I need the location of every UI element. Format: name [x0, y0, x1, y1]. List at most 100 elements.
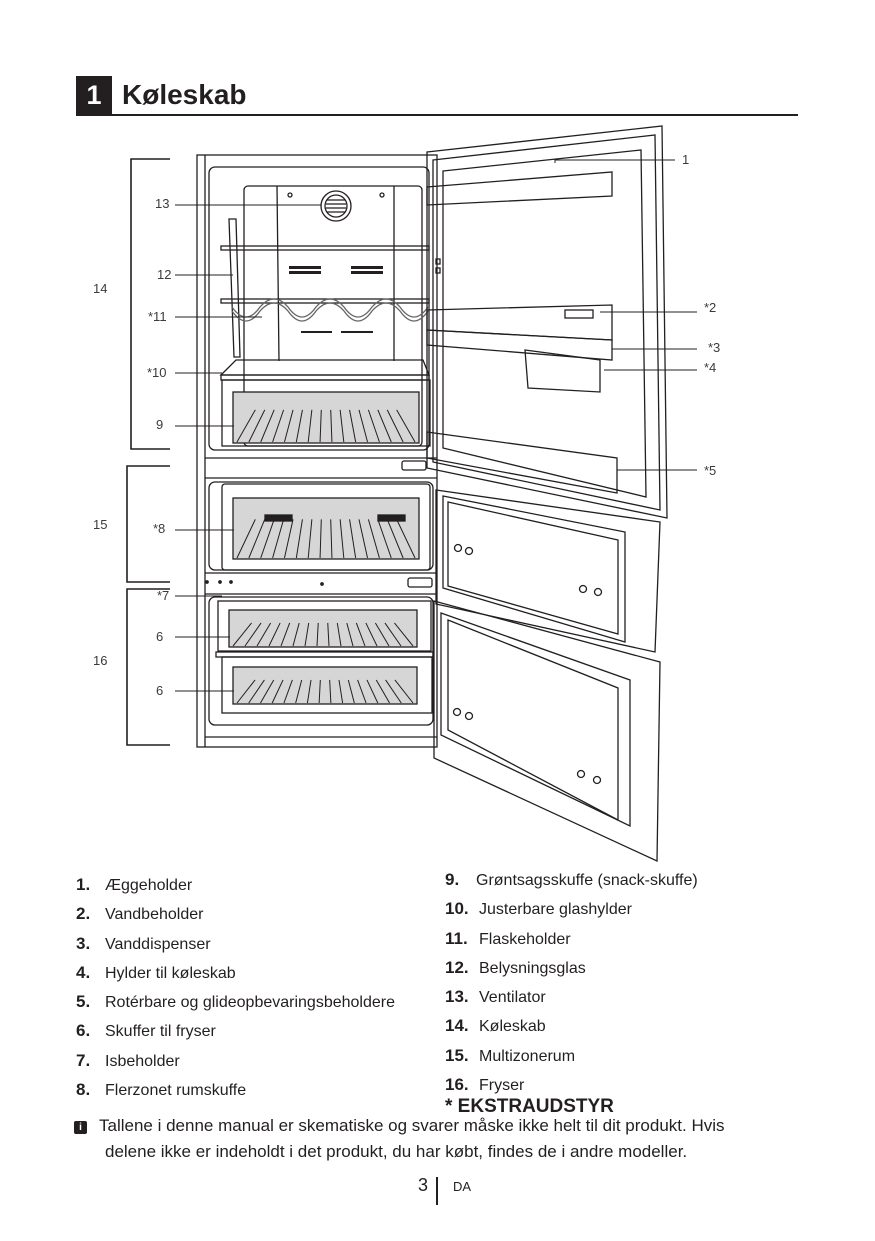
- drawer-hatch-line: [330, 409, 333, 443]
- info-note: i Tallene i denne manual er skematiske og…: [74, 1113, 794, 1165]
- callout-leaders: [175, 159, 697, 692]
- page-footer: 3 DA: [0, 1175, 875, 1205]
- legend-item: 12.Belysningsglas: [445, 957, 586, 977]
- drawer-hatch-line: [347, 679, 355, 704]
- drawer-hatch-line: [349, 519, 357, 559]
- hinge-lower: [407, 577, 433, 588]
- callout-1: 1: [682, 152, 689, 167]
- drawer-hatch-line: [367, 409, 380, 443]
- drawer-hatch-line: [260, 679, 275, 704]
- drawer-hatch-line: [355, 622, 366, 647]
- drawer-hatch-line: [386, 519, 404, 559]
- multizone-door: [435, 489, 661, 653]
- info-icon: i: [74, 1121, 87, 1134]
- callout-2: *2: [704, 300, 716, 315]
- drawer-hatch-line: [248, 679, 265, 704]
- drawer-hatch-line: [358, 519, 369, 559]
- drawer-hatch-line: [295, 519, 303, 559]
- legend-item: 11.Flaskeholder: [445, 928, 571, 948]
- bottle-holder: [231, 298, 429, 322]
- drawer-hatch-line: [385, 679, 402, 704]
- drawer-hatch-line: [375, 679, 390, 704]
- legend-item: 4.Hylder til køleskab: [76, 962, 236, 982]
- legend-right: 9.Grøntsagsskuffe (snack-skuffe) 10.Just…: [445, 866, 698, 1100]
- drawer-hatch-line: [295, 409, 303, 443]
- drawer-hatch-line: [283, 519, 294, 559]
- hinge-upper: [401, 460, 427, 471]
- drawer-hatch-line: [338, 679, 344, 704]
- footer-divider: [436, 1177, 438, 1205]
- cabinet: [196, 154, 438, 748]
- drawer-hatch-line: [330, 519, 333, 559]
- section-title: Køleskab: [122, 79, 247, 110]
- drawer-hatch-line: [280, 622, 291, 647]
- drawer-hatch-line: [244, 622, 262, 647]
- drawer-hatch-line: [236, 409, 256, 443]
- legend-item: 1.Æggeholder: [76, 875, 193, 894]
- callout-13: 13: [155, 196, 169, 211]
- note-line-1: Tallene i denne manual er skematiske og …: [99, 1116, 725, 1135]
- drawer-hatch-line: [349, 409, 357, 443]
- drawer-hatch-line: [304, 622, 310, 647]
- callout-16: 16: [93, 653, 107, 668]
- drawer-hatch-line: [329, 679, 332, 704]
- drawer-hatch-line: [248, 409, 266, 443]
- drawer-hatch-line: [358, 409, 369, 443]
- water-dispenser: [524, 349, 601, 393]
- drawer-hatch-line: [384, 622, 402, 647]
- legend-item: 2.Vandbeholder: [76, 904, 204, 924]
- drawer-hatch-line: [268, 622, 281, 647]
- freezer-drawer-lower: [215, 651, 434, 714]
- drawer-hatch-line: [272, 519, 285, 559]
- legend-item: 14.Køleskab: [445, 1016, 546, 1036]
- drawer-hatch-line: [377, 519, 392, 559]
- drawer-hatch-line: [339, 519, 345, 559]
- drawer-hatch-line: [248, 519, 266, 559]
- drawer-hatch-line: [316, 622, 319, 647]
- bracket-freezer: [126, 588, 170, 746]
- drawer-hatch-line: [306, 679, 312, 704]
- page-number: 3: [417, 1175, 428, 1195]
- drawer-hatch-line: [339, 409, 345, 443]
- glass-shelf: [219, 359, 430, 376]
- legend-item: 6.Skuffer til fryser: [76, 1021, 216, 1041]
- drawer-hatch-line: [394, 679, 414, 704]
- legend-item: 3.Vanddispenser: [76, 933, 211, 953]
- optional-equipment-note: * EKSTRAUDSTYR: [445, 1096, 614, 1117]
- multizone-drawer: [221, 483, 431, 571]
- drawer-hatch-line: [377, 409, 392, 443]
- legend-item: 5.Rotérbare og glideopbevaringsbeholdere: [76, 992, 395, 1012]
- callout-4: *4: [704, 360, 716, 375]
- drawer-hatch-line: [357, 679, 367, 704]
- drawer-hatch-line: [283, 409, 294, 443]
- rotating-bin: [426, 431, 618, 494]
- drawer-hatch-line: [374, 622, 390, 647]
- legend-left: 1.Æggeholder 2.Vandbeholder 3.Vanddispen…: [76, 871, 395, 1105]
- refrigerator-diagram: 1 *2 *3 *4 *5 6 6 *7 *8 9 *10 *11 12 13 …: [93, 125, 720, 863]
- callout-7: *7: [157, 588, 169, 603]
- shelf-top: [220, 245, 430, 251]
- section-heading: 1 Køleskab: [76, 76, 798, 116]
- drawer-hatch-line: [283, 679, 293, 704]
- brackets: [126, 158, 170, 746]
- callout-15: 15: [93, 517, 107, 532]
- callout-10: *10: [147, 365, 167, 380]
- callout-12: 12: [157, 267, 171, 282]
- drawer-hatch-line: [260, 519, 275, 559]
- drawer-hatch-line: [318, 679, 321, 704]
- legend-item: 10.Justerbare glashylder: [445, 899, 632, 919]
- drawer-hatch-line: [295, 679, 303, 704]
- drawer-hatch-line: [319, 519, 322, 559]
- callout-6-lower: 6: [156, 683, 163, 698]
- drawer-hatch-line: [367, 519, 380, 559]
- section-number: 1: [76, 76, 112, 114]
- callout-3: *3: [708, 340, 720, 355]
- vent-slots: [289, 266, 383, 274]
- drawer-hatch-line: [327, 622, 330, 647]
- light-glass: [228, 218, 241, 358]
- callout-8: *8: [153, 521, 165, 536]
- callout-14: 14: [93, 281, 107, 296]
- callout-5: *5: [704, 463, 716, 478]
- bracket-multizone: [126, 465, 170, 583]
- fridge-door: [426, 125, 668, 519]
